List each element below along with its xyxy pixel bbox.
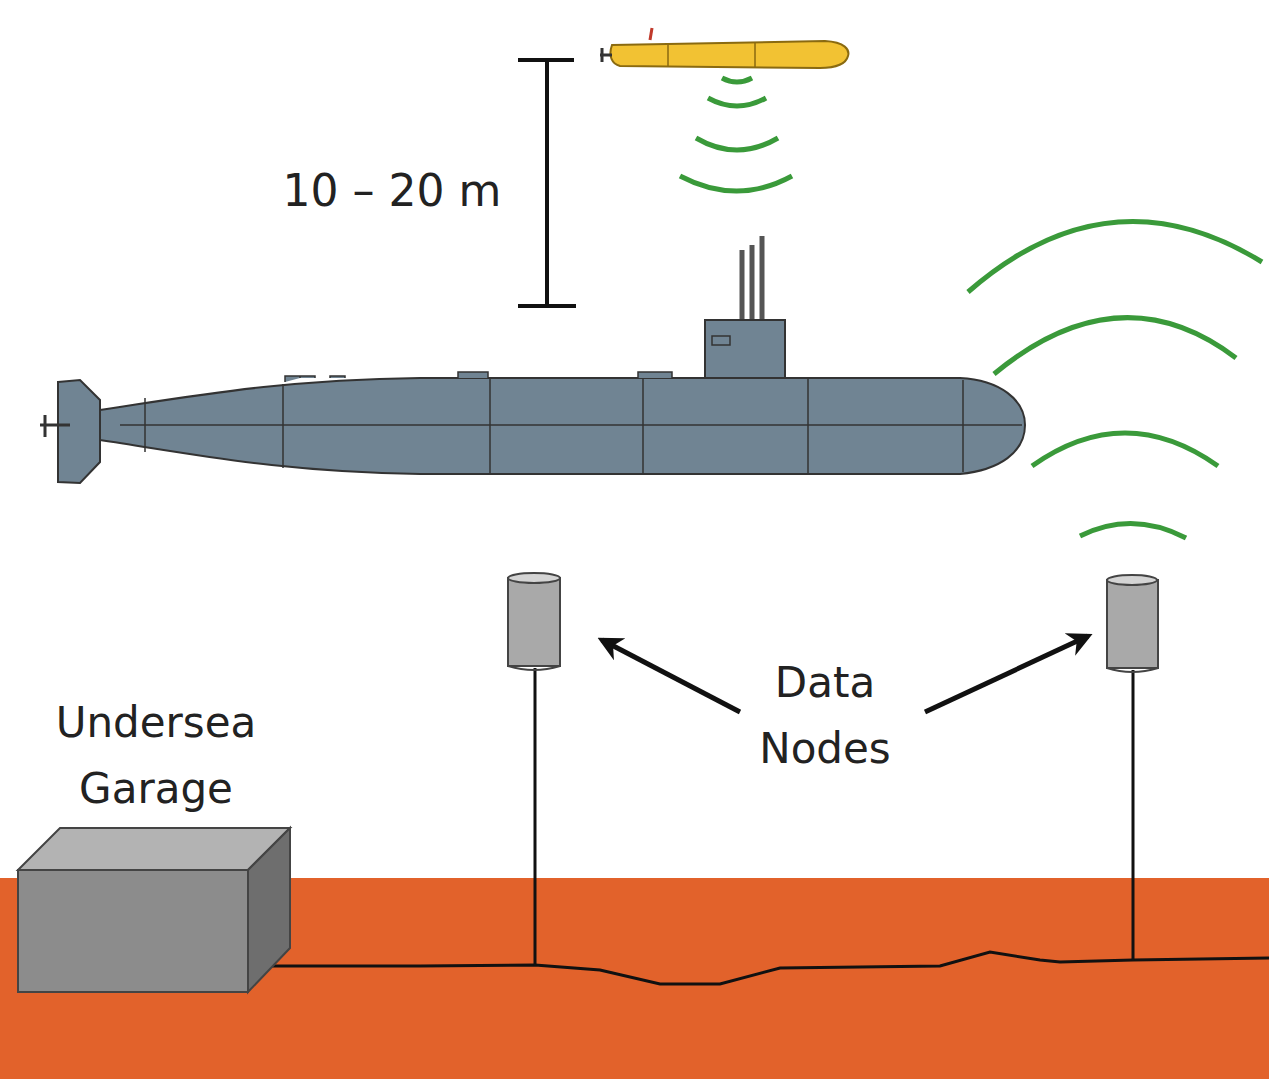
garage-face [248, 828, 290, 992]
auv [600, 28, 848, 68]
node-pole [1132, 670, 1135, 961]
garage-face [18, 870, 248, 992]
data-node-cylinder [1107, 575, 1158, 672]
dimension-bar [518, 60, 576, 306]
garage-face [18, 828, 290, 870]
callout-arrow [602, 640, 740, 712]
node-pole [534, 668, 537, 966]
submarine [40, 236, 1025, 483]
garage-node: Undersea Garage [8, 690, 304, 996]
signal-arcs [968, 221, 1262, 538]
callout-arrow [925, 636, 1088, 712]
callout-label: Data Nodes [718, 650, 932, 782]
dimension-label: 10 – 20 m [262, 158, 522, 224]
node-heading: Undersea Garage [11, 690, 301, 822]
seafloor-cable [270, 952, 1269, 984]
data-node-cylinder [508, 573, 560, 670]
signal-arcs [680, 78, 792, 191]
